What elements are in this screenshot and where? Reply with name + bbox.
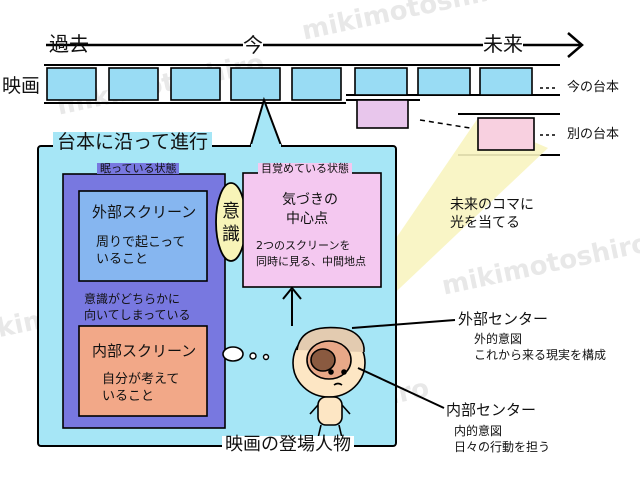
- outer-screen-box: [78, 190, 208, 282]
- sleeping-state-label: 眠っている状態: [97, 163, 180, 174]
- film-label: 映画: [2, 75, 41, 97]
- callout-title: 台本に沿って進行: [53, 132, 213, 153]
- film-frame: [170, 67, 221, 101]
- film-frame: [108, 67, 159, 101]
- film-frame: [417, 67, 471, 96]
- film-frame: [354, 67, 408, 96]
- inner-center-pointer: [357, 367, 445, 409]
- center-point-desc: 2つのスクリーンを: [256, 239, 351, 252]
- inner-screen-desc: 自分が考えて: [102, 372, 180, 387]
- film-frame: [291, 67, 342, 101]
- character-body: [317, 396, 343, 426]
- timeline-future: 未来: [483, 32, 523, 56]
- timeline-now: 今: [243, 33, 263, 57]
- outer-screen-desc: 周りで起こって: [96, 235, 186, 250]
- inner-screen-title: 内部スクリーン: [92, 342, 197, 360]
- middle-note: 意識がどちらかに: [84, 292, 181, 306]
- center-point-desc: 同時に見る、中間地点: [256, 255, 366, 268]
- center-point-title: 中心点: [286, 211, 328, 227]
- alt-frame: [356, 99, 409, 129]
- timeline-arrowhead: [567, 32, 584, 58]
- inner-center-desc: 日々の行動を担う: [454, 440, 551, 454]
- current-script-label: 今の台本: [567, 80, 620, 95]
- consciousness-char: 意: [222, 201, 240, 222]
- character: [292, 326, 366, 439]
- thought-bubble: [222, 346, 244, 362]
- outer-center-title: 外部センター: [458, 310, 549, 328]
- outer-center-desc: 外的意図: [474, 332, 523, 346]
- inner-center-desc: 内的意図: [454, 424, 503, 438]
- future-light-label: 未来のコマに: [450, 197, 534, 213]
- alt-future-frame: [477, 117, 535, 151]
- film-frames: [46, 67, 533, 101]
- character-label: 映画の登場人物: [222, 436, 354, 454]
- outer-center-pointer: [351, 319, 456, 329]
- awake-state-label: 目覚めている状態: [258, 163, 352, 174]
- alt-script-label: 別の台本: [567, 127, 620, 142]
- center-point-box: [242, 172, 382, 288]
- consciousness-oval: [215, 182, 247, 262]
- film-frame: [479, 67, 533, 96]
- outer-screen-title: 外部スクリーン: [92, 203, 197, 221]
- outer-center-desc: これから来る現実を構成: [474, 348, 607, 362]
- inner-center-title: 内部センター: [446, 401, 537, 419]
- outer-screen-desc: いること: [96, 252, 149, 267]
- inner-screen-box: [78, 325, 208, 417]
- consciousness-char: 識: [222, 224, 240, 245]
- middle-note: 向いてしまっている: [84, 308, 191, 322]
- alt-connector: [419, 119, 471, 129]
- timeline-past: 過去: [49, 32, 89, 56]
- film-frame: [46, 67, 97, 101]
- future-light-label: 光を当てる: [450, 215, 520, 231]
- callout-pointer: [248, 96, 284, 149]
- center-point-title: 気づきの: [282, 192, 338, 208]
- inner-screen-desc: いること: [102, 389, 155, 404]
- film-frame: [230, 67, 281, 101]
